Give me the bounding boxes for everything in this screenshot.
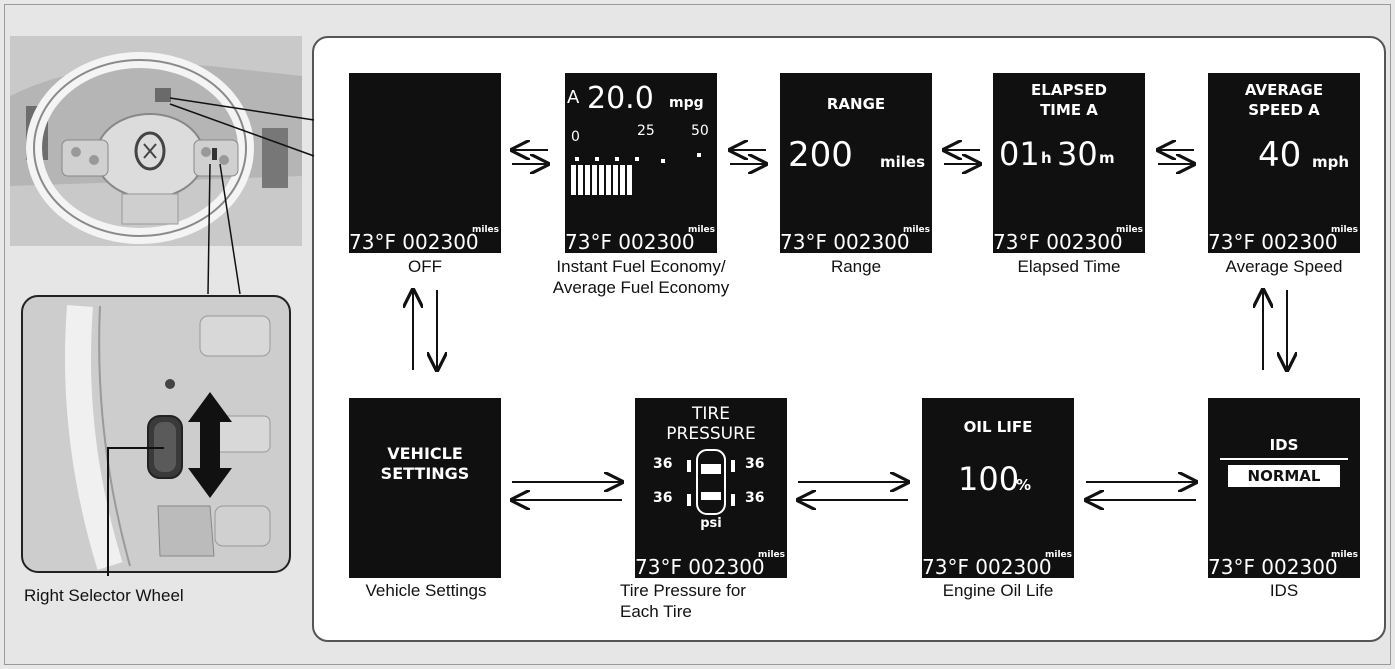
cycle-arrows [0,0,1395,669]
